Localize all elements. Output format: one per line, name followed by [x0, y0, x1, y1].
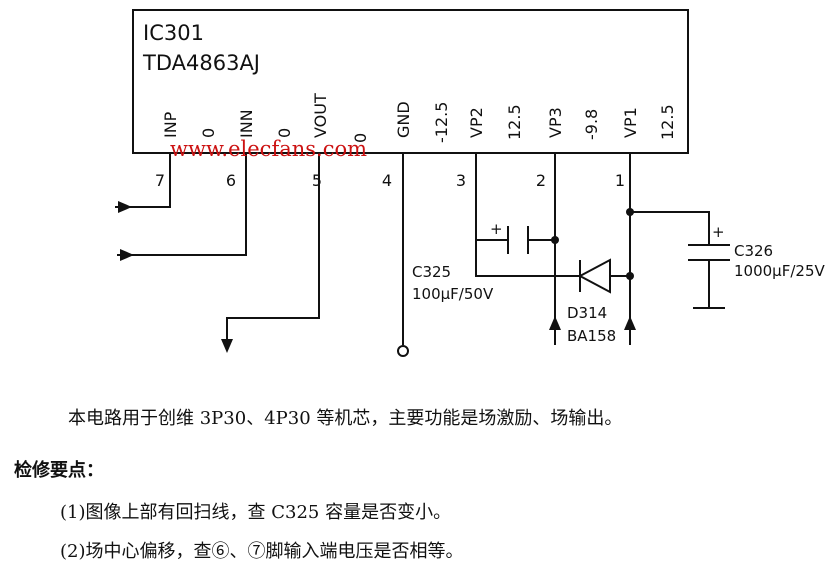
pin6-input-arrow: [120, 249, 134, 261]
pin5-output-arrow: [221, 339, 233, 353]
pin2-supply-arrow: [549, 316, 561, 330]
gnd-terminal: [397, 345, 409, 357]
ic-body: [132, 9, 689, 154]
pin-label-12v5a: 12.5: [505, 104, 524, 140]
d314-junction-dot: [626, 272, 634, 280]
pin7-wire: [115, 153, 171, 208]
pin-label-neg9v8: -9.8: [582, 109, 601, 140]
pin-label-vout: VOUT: [311, 93, 330, 138]
maintenance-point-1: (1)图像上部有回扫线，查 C325 容量是否变小。: [60, 502, 452, 523]
pin-label-0a: 0: [199, 128, 218, 138]
ic-part: TDA4863AJ: [142, 51, 260, 75]
pin-number-1: 1: [615, 171, 625, 190]
pin-number-4: 4: [382, 171, 392, 190]
pin-label-inp: INP: [161, 111, 180, 138]
pin1-supply-arrow: [624, 316, 636, 330]
c325-name: C325: [412, 263, 451, 281]
pin5-wire: [226, 153, 320, 350]
c326-name: C326: [734, 242, 773, 260]
d314-triangle: [577, 258, 611, 294]
pin-label-gnd: GND: [394, 101, 413, 138]
d314-part: BA158: [567, 327, 616, 345]
pin-number-5: 5: [312, 171, 322, 190]
maintenance-point-2: (2)场中心偏移，查⑥、⑦脚输入端电压是否相等。: [60, 541, 464, 562]
pin-label-0c: 0: [351, 133, 370, 143]
pin-number-6: 6: [226, 171, 236, 190]
pin-label-inn: INN: [237, 109, 256, 138]
maintenance-title: 检修要点：: [14, 460, 104, 481]
c325-plus: +: [490, 220, 503, 238]
pin-label-0b: 0: [275, 128, 294, 138]
c325-value: 100μF/50V: [412, 285, 494, 303]
c325-junction-dot: [551, 236, 559, 244]
c326-junction-dot: [626, 208, 634, 216]
pin-label-12v5b: 12.5: [658, 104, 677, 140]
pin-label-vp1: VP1: [621, 107, 640, 138]
pin-number-2: 2: [536, 171, 546, 190]
circuit-description: 本电路用于创维 3P30、4P30 等机芯，主要功能是场激励、场输出。: [68, 408, 623, 429]
d314-name: D314: [567, 304, 607, 322]
c326-plus: +: [712, 223, 725, 241]
pin6-wire: [117, 153, 247, 256]
c326-value: 1000μF/25V: [734, 262, 825, 280]
pin-number-7: 7: [155, 171, 165, 190]
ic-name: IC301: [143, 21, 204, 45]
pin-label-neg12v5: -12.5: [432, 102, 451, 143]
circuit-diagram: IC301 TDA4863AJ INP 0 INN 0 VOUT 0 GND -…: [115, 9, 825, 357]
watermark: www.elecfans.com: [170, 137, 367, 161]
pin-number-3: 3: [456, 171, 466, 190]
pin7-input-arrow: [118, 201, 132, 213]
pin-label-vp2: VP2: [467, 107, 486, 138]
pin-label-vp3: VP3: [546, 107, 565, 138]
